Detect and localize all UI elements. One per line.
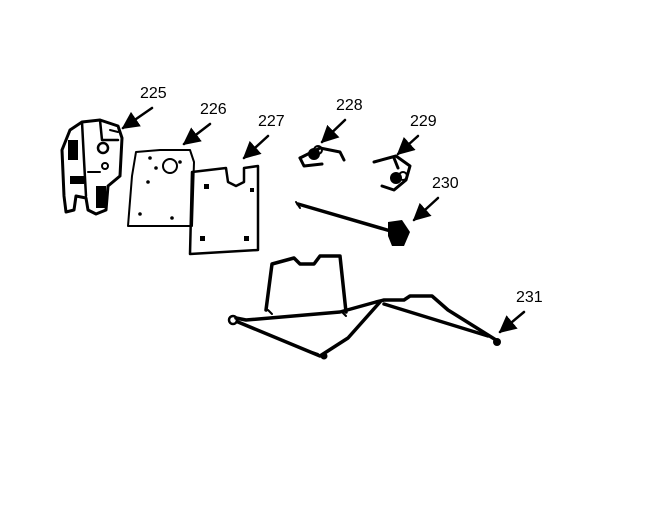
part-label-226: 226 — [200, 101, 227, 118]
part-228-bracket — [298, 145, 346, 168]
part-label-231: 231 — [516, 289, 543, 306]
part-227-callout: 227 — [242, 113, 285, 160]
part-229-bracket — [372, 154, 412, 192]
part-228-callout: 228 — [320, 97, 363, 144]
part-label-229: 229 — [410, 113, 437, 130]
part-label-230: 230 — [432, 175, 459, 192]
part-230-rod — [295, 201, 410, 246]
part-225-callout: 225 — [121, 85, 167, 130]
part-225-switch-block — [60, 118, 124, 216]
part-230-callout: 230 — [412, 175, 459, 222]
part-226-callout: 226 — [182, 101, 227, 146]
part-226-back-plate — [127, 149, 195, 227]
part-label-227: 227 — [258, 113, 285, 130]
part-231-heating-element — [227, 254, 501, 360]
part-231-callout: 231 — [498, 289, 543, 334]
part-label-225: 225 — [140, 85, 167, 102]
part-229-callout: 229 — [396, 113, 437, 156]
part-227-front-plate — [188, 164, 260, 256]
part-label-228: 228 — [336, 97, 363, 114]
